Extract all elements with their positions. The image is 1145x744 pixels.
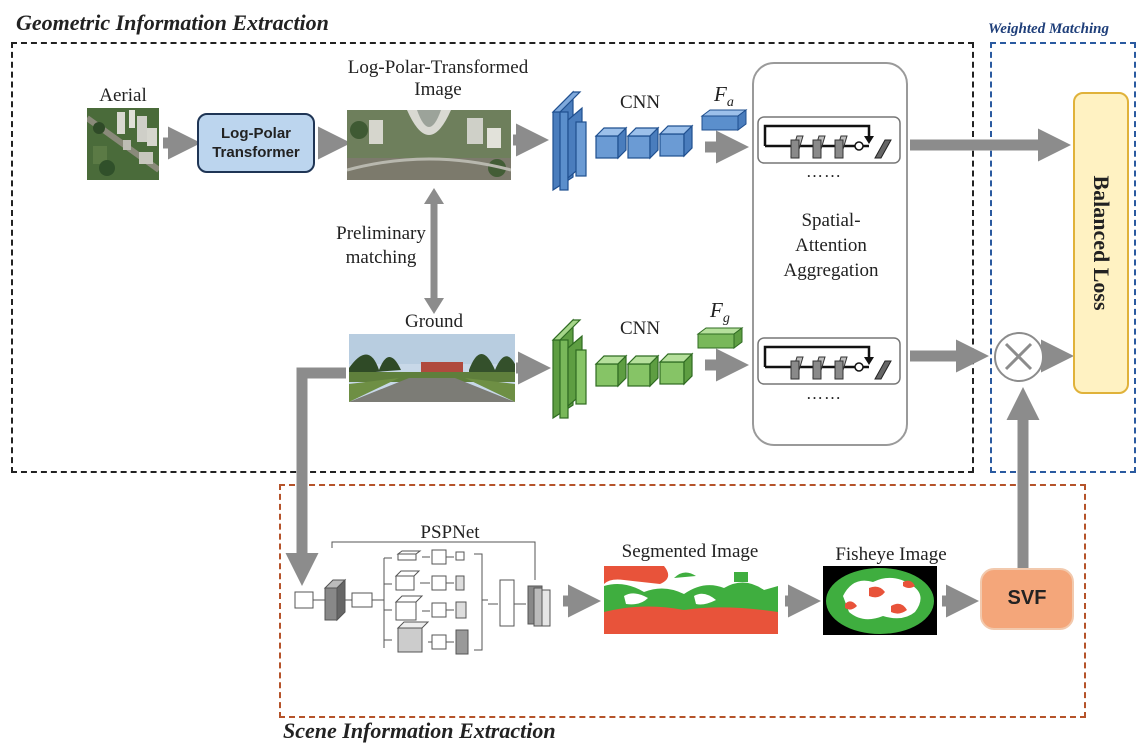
ground-cnn-layer-3	[575, 349, 587, 405]
spatial-attention-label: Spatial- Attention Aggregation	[758, 208, 904, 283]
segmented-image-label: Segmented Image	[621, 541, 759, 562]
ground-cnn-layer-2	[559, 339, 569, 419]
fa-label-base: F	[714, 82, 727, 106]
ground-cnn-layer-5	[627, 363, 651, 387]
aerial-cnn-layer-2	[559, 111, 569, 191]
preliminary-line2: matching	[345, 247, 417, 268]
pspnet-label: PSPNet	[420, 522, 480, 543]
fa-feature-vector	[700, 109, 748, 131]
pspnet-diagram	[294, 541, 551, 655]
aerial-label: Aerial	[99, 85, 147, 106]
arrow-ground-to-pspnet	[285, 367, 346, 586]
log-polar-transformed-image	[347, 110, 511, 180]
fa-label-subscript: a	[726, 95, 734, 111]
fg-label: Fg	[710, 298, 730, 327]
pspnet-input	[294, 591, 314, 609]
transformer-label-line2: Transformer	[212, 144, 300, 161]
scene-section-frame	[279, 484, 1086, 718]
attention-block-top	[757, 116, 901, 164]
ground-cnn-block	[551, 318, 694, 420]
spatial-attention-line1: Spatial-	[801, 210, 861, 231]
balanced-loss-label: Balanced Loss	[1089, 175, 1114, 311]
ground-cnn-label: CNN	[619, 318, 661, 339]
spatial-attention-line3: Aggregation	[783, 260, 879, 281]
fg-label-base: F	[710, 298, 723, 322]
fisheye-image-label: Fisheye Image	[835, 544, 947, 565]
aerial-image	[87, 108, 159, 180]
aerial-cnn-layer-5	[627, 135, 651, 159]
fa-label: Fa	[714, 82, 734, 111]
pspnet-concat	[499, 579, 515, 627]
geometric-section-frame	[11, 42, 974, 473]
fisheye-image	[823, 566, 937, 635]
aerial-cnn-layer-3	[575, 121, 587, 177]
fg-label-subscript: g	[722, 311, 730, 327]
aerial-cnn-label: CNN	[619, 92, 661, 113]
log-polar-transformer-block: Log-Polar Transformer	[197, 113, 315, 173]
log-polar-image-label-line2: Image	[414, 79, 462, 100]
aerial-cnn-block	[551, 90, 694, 192]
ground-image	[349, 334, 515, 402]
multiply-node: ⊗	[994, 332, 1044, 382]
fg-feature-vector	[696, 327, 744, 349]
attention-dots-bottom: ……	[806, 384, 842, 403]
preliminary-matching-label: Preliminary matching	[326, 222, 436, 270]
aerial-cnn-layer-6	[659, 133, 685, 157]
geometric-section-title: Geometric Information Extraction	[16, 10, 329, 35]
scene-section-title: Scene Information Extraction	[283, 718, 556, 743]
ground-cnn-layer-4	[595, 363, 619, 387]
pspnet-feature-map	[351, 592, 373, 608]
ground-cnn-layer-6	[659, 361, 685, 385]
aerial-cnn-layer-4	[595, 135, 619, 159]
attention-dots-top: ……	[806, 162, 842, 181]
weighted-matching-title: Weighted Matching	[988, 21, 1109, 37]
weighted-matching-frame	[990, 42, 1136, 473]
balanced-loss-block: Balanced Loss	[1073, 92, 1129, 394]
attention-block-bottom	[757, 337, 901, 385]
log-polar-image-label-line1: Log-Polar-Transformed	[347, 57, 529, 78]
segmented-image	[604, 566, 778, 634]
log-polar-image-label: Log-Polar-Transformed Image	[318, 57, 558, 101]
svf-label: SVF	[1007, 587, 1047, 609]
transformer-label-line1: Log-Polar	[221, 125, 291, 142]
ground-label: Ground	[404, 311, 464, 332]
preliminary-line1: Preliminary	[336, 223, 426, 244]
svf-block: SVF	[980, 568, 1074, 630]
spatial-attention-line2: Attention	[795, 235, 867, 256]
